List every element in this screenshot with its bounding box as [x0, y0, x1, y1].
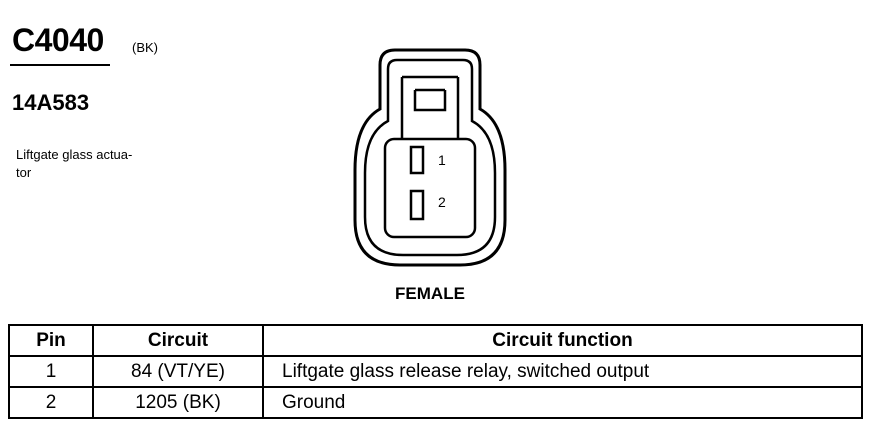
pin-label-1: 1: [438, 152, 446, 168]
header-circuit: Circuit: [92, 324, 264, 357]
cell-pin: 2: [8, 386, 94, 419]
connector-inner-shroud: [363, 58, 497, 257]
pin-cavity-2: [409, 189, 425, 221]
description-line-1: Liftgate glass actua-: [16, 147, 133, 162]
pin-label-2: 2: [438, 194, 446, 210]
cell-circuit: 1205 (BK): [92, 386, 264, 419]
header-circuit-function: Circuit function: [262, 324, 863, 357]
connector-color: (BK): [132, 40, 158, 55]
terminal-housing: [383, 137, 477, 239]
connector-face-diagram: 1 2: [353, 48, 507, 267]
connector-id: C4040: [12, 22, 104, 58]
cell-circuit-function: Ground: [262, 386, 863, 419]
connector-outer-shroud: [353, 48, 507, 267]
table-row: 1 84 (VT/YE) Liftgate glass release rela…: [8, 355, 863, 388]
cell-circuit: 84 (VT/YE): [92, 355, 264, 388]
pin-cavity-1: [409, 145, 425, 175]
table-header-row: Pin Circuit Circuit function: [8, 324, 863, 357]
title-underline: [10, 64, 110, 66]
cell-circuit-function: Liftgate glass release relay, switched o…: [262, 355, 863, 388]
locking-latch: [400, 75, 460, 139]
description-line-2: tor: [16, 165, 32, 180]
table-row: 2 1205 (BK) Ground: [8, 386, 863, 419]
header-pin: Pin: [8, 324, 94, 357]
cell-pin: 1: [8, 355, 94, 388]
part-number: 14A583: [12, 90, 90, 115]
pinout-table: Pin Circuit Circuit function 1 84 (VT/YE…: [8, 324, 863, 419]
connector-description: Liftgate glass actua- tor: [16, 146, 176, 182]
connector-gender-label: FEMALE: [395, 284, 465, 303]
